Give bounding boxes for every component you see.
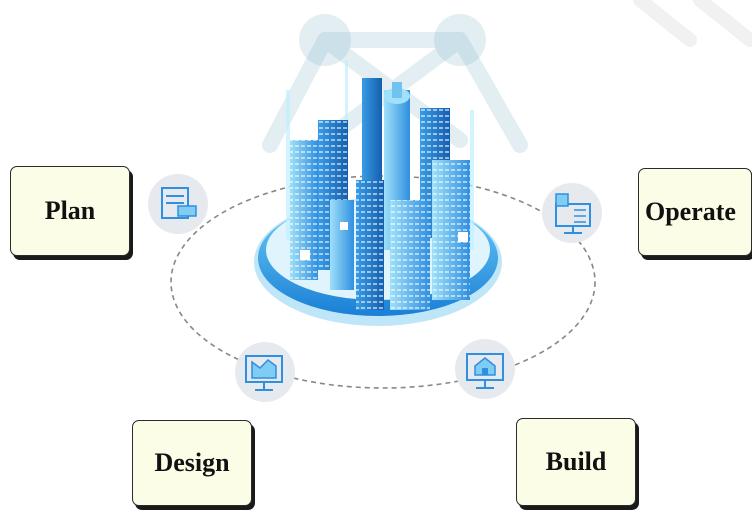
design-label: Design [154, 448, 230, 477]
operate-icon [542, 183, 602, 243]
build-label: Build [545, 447, 607, 476]
plan-icon [148, 174, 208, 234]
plan-label-box: Plan [10, 166, 130, 256]
network-nodes [299, 14, 486, 66]
operate-label-box: Operate [638, 168, 752, 256]
dashed-cycle-ring [170, 175, 596, 389]
city-illustration [254, 60, 502, 326]
design-icon [235, 342, 295, 402]
corner-watermark [633, 0, 752, 47]
build-icon [455, 339, 515, 399]
design-label-box: Design [132, 420, 252, 506]
build-label-box: Build [516, 418, 636, 506]
plan-label: Plan [44, 196, 96, 225]
operate-label: Operate [645, 197, 736, 226]
